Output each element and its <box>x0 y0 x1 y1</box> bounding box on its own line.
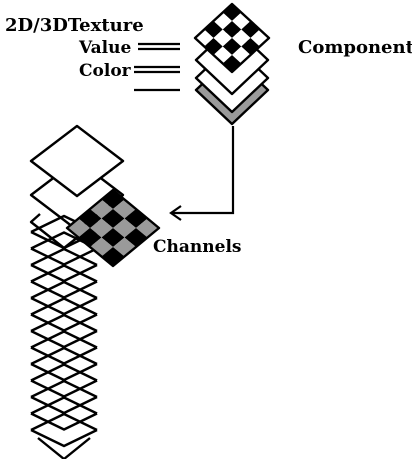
stacked-layer-edge <box>30 428 98 448</box>
value-label: Value <box>78 38 131 58</box>
stacked-layer-edge <box>30 395 98 415</box>
stacked-layer-edge <box>30 280 98 299</box>
stacked-layer-edge <box>30 329 98 349</box>
stacked-layer-back <box>30 313 98 333</box>
checker-outline <box>193 2 271 74</box>
channels-label: Channels <box>153 237 241 257</box>
stacked-layer-edge <box>30 346 98 365</box>
stacked-layer-edge <box>30 379 98 398</box>
stacked-layer-back <box>30 280 98 300</box>
component-stack <box>193 2 271 126</box>
stacked-layer-back <box>30 297 98 316</box>
channel-layer <box>29 124 125 198</box>
channel-texture-layer <box>65 188 161 268</box>
stacked-layer-edge <box>30 263 98 283</box>
stacked-layer-back <box>30 363 98 382</box>
texture-label: 2D/3DTexture <box>5 15 144 36</box>
color-label: Color <box>79 61 132 81</box>
component-label: Component <box>298 37 412 58</box>
stacked-layer-edge <box>30 247 98 266</box>
arrow-component-to-channels <box>169 126 235 221</box>
stacked-layer-back <box>30 412 98 432</box>
stacked-layer-back <box>30 379 98 399</box>
stacked-layer-back <box>30 346 98 366</box>
channels-stack <box>29 124 161 459</box>
stacked-layer-edge <box>30 362 98 382</box>
label-connectors <box>134 42 180 92</box>
texture-layer <box>193 2 271 74</box>
bottom-layer-edge <box>37 437 91 459</box>
stacked-layer-edge <box>30 412 98 431</box>
stacked-layer-edge <box>30 296 98 316</box>
stacked-layer-back <box>30 396 98 415</box>
checker-outline <box>65 188 161 268</box>
stacked-layer-back <box>30 247 98 267</box>
stacked-layer-back <box>30 330 98 349</box>
stacked-layer-edges <box>29 213 99 448</box>
stacked-layer-back <box>30 264 98 283</box>
stacked-layer-edge <box>30 313 98 332</box>
